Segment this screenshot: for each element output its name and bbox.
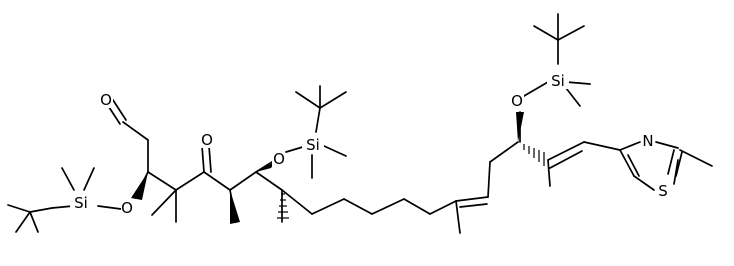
oxygen-aldehyde: O bbox=[100, 91, 112, 109]
stereo-bonds bbox=[131, 112, 545, 224]
bond-skeleton bbox=[7, 13, 713, 234]
oxygen-tbs-mid: O bbox=[273, 150, 285, 168]
nitrogen-thiazole: N bbox=[642, 132, 653, 150]
atom-labels: O O O Si O Si O Si N S bbox=[70, 72, 670, 217]
hash-c8 bbox=[277, 193, 289, 219]
silicon-left: Si bbox=[74, 194, 88, 212]
silicon-right: Si bbox=[551, 72, 565, 90]
oxygen-tbs-left: O bbox=[121, 199, 133, 217]
wedge-c15 bbox=[516, 112, 524, 142]
silicon-mid: Si bbox=[306, 136, 320, 154]
oxygen-tbs-right: O bbox=[511, 92, 523, 110]
sulfur-thiazole: S bbox=[658, 182, 668, 200]
wedge-c3 bbox=[131, 172, 148, 200]
hash-c15-vinyl bbox=[523, 144, 545, 166]
oxygen-ketone: O bbox=[201, 131, 213, 149]
wedge-c7 bbox=[256, 161, 276, 172]
wedge-c6 bbox=[230, 190, 240, 224]
